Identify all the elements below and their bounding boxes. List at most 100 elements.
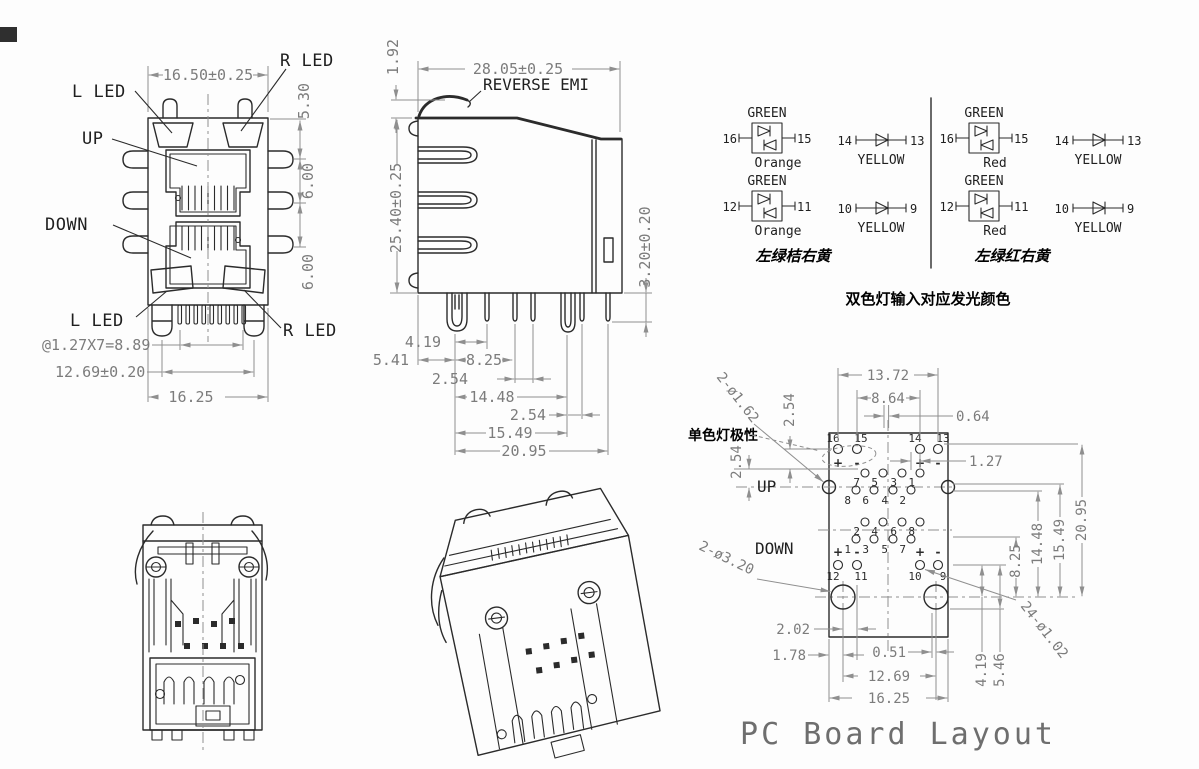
shield-leg-front [446,292,468,332]
dim-depth: 28.05±0.25 [473,60,563,78]
dim-2-54-b: 2.54 [729,445,745,479]
led-diagram-footer: 双色灯输入对应发光颜色 [845,290,1010,308]
bicolor-led-symbol: GREEN 12 11 Red [940,174,1029,239]
pin-number: 10 [838,202,852,216]
single-led-symbol: 14 13 YELLOW [1055,133,1141,168]
pin-number: 11 [1014,200,1028,214]
front-view-drawing: 16.50±0.25 5.30 6.00 6.00 @1.27X7=8.89 1… [42,51,337,406]
label-r-led-bottom: R LED [283,321,337,341]
dim-b3: 8.25 [466,351,502,369]
board-outline [828,432,949,638]
dim-b8: 20.95 [501,442,546,460]
dim-20-95: 20.95 [1074,499,1090,541]
pin-number: 12 [723,200,737,214]
dim-14-48: 14.48 [1030,523,1046,565]
pad-number: 15 [854,432,867,445]
dim-b5: 14.48 [469,388,514,406]
pad-number: 2 [853,525,860,538]
pin-number: 13 [1127,134,1141,148]
led-color-label: YELLOW [858,221,905,236]
dim-led-height: 5.30 [295,83,313,119]
pad-number: 12 [826,570,839,583]
polarity-plus: + [833,456,843,470]
led-pads-bottom: + - + - 12 11 10 9 [826,545,946,583]
dim-1-27: 1.27 [969,454,1003,470]
pcb-polarity-note: 单色灯极性 [688,427,758,444]
dim-5-46: 5.46 [992,653,1008,687]
pad-number: 1 [908,476,915,489]
label-l-led-bottom: L LED [70,311,124,331]
polarity-plus: + [915,545,925,559]
pin-number: 15 [797,132,811,146]
pad-number: 9 [940,570,947,583]
bottom-led-lenses [150,265,266,294]
led-color-label: GREEN [747,174,786,189]
led-color-label: Orange [755,156,802,171]
pcb-layout-title: PC Board Layout [740,717,1056,752]
left-group-caption: 左绿桔右黄 [755,247,832,265]
dim-16-25: 16.25 [868,691,910,707]
pin-number: 14 [1055,134,1069,148]
left-emi-clips [122,150,149,254]
polarity-plus: + [833,545,843,559]
polarity-minus: - [855,545,860,559]
rear-view-drawing [134,512,269,752]
led-color-label: YELLOW [1075,153,1122,168]
small-mount-hole [940,479,956,495]
pcb-label-up: UP [757,477,776,496]
led-color-label: YELLOW [1075,221,1122,236]
dim-post-span: 12.69±0.20 [55,363,145,381]
pad-number: 3 [890,476,897,489]
pad-number: 6 [862,494,869,507]
right-emi-clips [267,150,294,254]
through-pins [484,292,611,322]
pad-number: 4 [871,525,878,538]
led-color-label: Red [983,156,1006,171]
pad-number: 14 [908,432,922,445]
dim-height: 25.40±0.25 [387,163,405,253]
pcb-label-down: DOWN [755,539,794,558]
pad-number: 4 [881,494,888,507]
callout-pads: 24-ø1.02 [1017,599,1071,662]
right-group-caption: 左绿红右黄 [974,247,1051,265]
scan-artifact [0,27,17,42]
pad-number: 2 [899,494,906,507]
up-port [165,149,251,217]
pin-number: 10 [1055,202,1069,216]
emi-tab [417,95,469,118]
label-r-led-top: R LED [280,51,334,71]
pin-number: 16 [940,132,954,146]
big-mount-hole [923,584,949,610]
bicolor-led-symbol: GREEN 16 15 Red [940,106,1029,171]
pad-number: 3 [862,543,869,556]
pad-number: 6 [890,525,897,538]
polarity-minus: - [936,456,941,470]
mount-posts [151,304,265,337]
solder-pins [177,304,247,325]
led-color-label: Orange [755,224,802,239]
dim-15-49: 15.49 [1052,519,1068,561]
dim-0-51: 0.51 [872,645,906,661]
small-mount-hole [821,479,837,495]
shield-leg-rear [560,292,576,333]
dim-port-pitch-2: 6.00 [299,254,317,290]
callout-big-holes: 2-ø3.20 [696,538,756,578]
pad-number: 11 [854,570,867,583]
pad-number: 10 [908,570,921,583]
pad-number: 8 [844,494,851,507]
dim-b4: 2.54 [432,370,468,388]
single-led-symbol: 14 13 YELLOW [838,133,924,168]
led-color-label: GREEN [747,106,786,121]
down-port [165,221,251,289]
dim-tab: 1.92 [384,39,402,75]
single-led-symbol: 10 9 YELLOW [1055,201,1134,236]
dim-body-width: 16.25 [168,388,213,406]
dim-13-72: 13.72 [867,368,909,384]
dim-width: 16.50±0.25 [163,66,253,84]
led-circuit-diagram: GREEN 16 15 Orange GREEN 12 11 Orange 14… [723,97,1141,308]
pad-number: 5 [881,543,888,556]
led-color-label: GREEN [964,174,1003,189]
polarity-minus: - [936,545,941,559]
led-color-label: Red [983,224,1006,239]
